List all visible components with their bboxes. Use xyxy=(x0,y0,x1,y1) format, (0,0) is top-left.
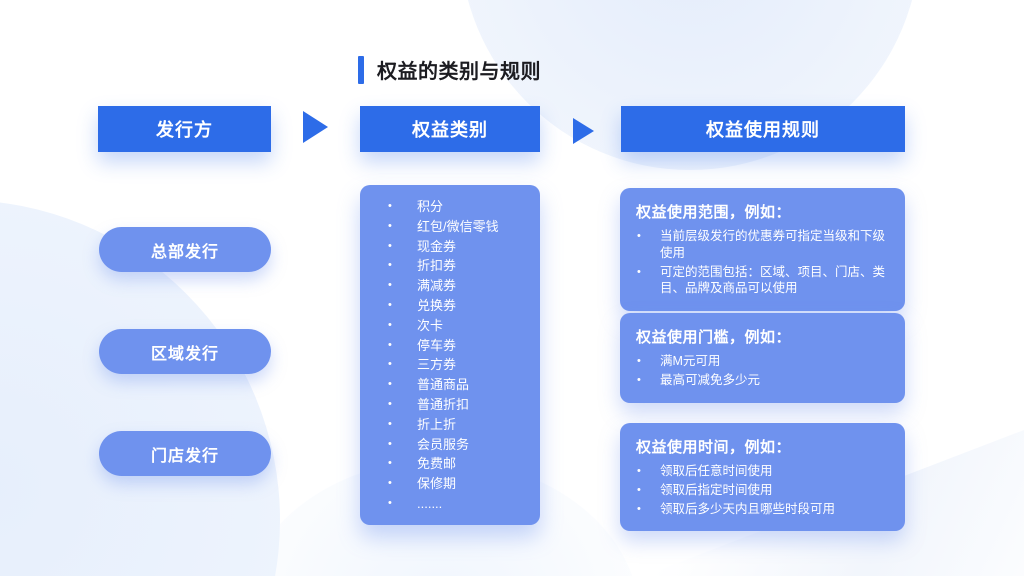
issuer-pill: 总部发行 xyxy=(99,227,271,272)
category-label: 现金券 xyxy=(417,238,457,254)
rule-bullet-text: 领取后多少天内且哪些时段可用 xyxy=(660,501,836,516)
rule-bullet-item: • 当前层级发行的优惠券可指定当级和下级使用 xyxy=(637,228,893,262)
bullet-icon: • xyxy=(388,318,392,331)
rule-bullet-text: 当前层级发行的优惠券可指定当级和下级使用 xyxy=(660,229,886,260)
bullet-icon: • xyxy=(637,373,641,386)
bullet-icon: • xyxy=(388,457,392,470)
rule-bullet-list: • 领取后任意时间使用 • 领取后指定时间使用 • 领取后多少天内且哪些时段可用 xyxy=(620,463,905,531)
category-item: • 现金券 xyxy=(360,237,540,257)
category-item: • 免费邮 xyxy=(360,454,540,474)
rule-bullet-text: 领取后指定时间使用 xyxy=(660,482,773,497)
category-label: 折上折 xyxy=(417,416,457,432)
category-item: • 普通折扣 xyxy=(360,395,540,415)
rule-panel-title: 权益使用范围，例如： xyxy=(636,204,792,221)
rule-bullet-item: • 领取后任意时间使用 xyxy=(637,463,893,480)
header-issuer: 发行方 xyxy=(98,106,271,152)
rule-bullet-text: 可定的范围包括：区域、项目、门店、类目、品牌及商品可以使用 xyxy=(660,264,886,296)
category-item: • 兑换券 xyxy=(360,296,540,316)
category-label: 红包/微信零钱 xyxy=(417,218,499,234)
category-item: • 会员服务 xyxy=(360,435,540,455)
bullet-icon: • xyxy=(637,230,641,242)
bullet-icon: • xyxy=(637,502,641,515)
bullet-icon: • xyxy=(388,200,392,212)
rule-panel-title: 权益使用时间，例如： xyxy=(636,439,792,456)
arrow-right-icon xyxy=(303,111,328,143)
rule-bullet-item: • 满M元可用 xyxy=(637,353,893,370)
bullet-icon: • xyxy=(388,338,392,351)
category-item: • 积分 xyxy=(360,197,540,217)
category-label: 满减券 xyxy=(417,278,457,294)
bullet-icon: • xyxy=(388,437,392,450)
bullet-icon: • xyxy=(388,417,392,430)
category-label: 兑换券 xyxy=(417,297,457,313)
category-label: 保修期 xyxy=(417,476,457,492)
rule-bullet-item: • 领取后多少天内且哪些时段可用 xyxy=(637,501,893,518)
category-item: • 满减券 xyxy=(360,276,540,296)
rule-bullet-item: • 可定的范围包括：区域、项目、门店、类目、品牌及商品可以使用 xyxy=(637,264,893,298)
category-item: • 红包/微信零钱 xyxy=(360,217,540,237)
header-category: 权益类别 xyxy=(360,106,540,152)
title-accent-bar-icon xyxy=(358,55,364,84)
bullet-icon: • xyxy=(388,279,392,292)
bullet-icon: • xyxy=(388,477,392,490)
category-label: 普通折扣 xyxy=(417,396,470,412)
category-label: 三方券 xyxy=(417,357,457,373)
category-panel: • 积分 • 红包/微信零钱 • 现金券 • 折扣券 • 满减券 xyxy=(360,185,540,525)
rule-bullet-text: 满M元可用 xyxy=(660,354,721,368)
issuer-pill: 区域发行 xyxy=(99,329,271,374)
bullet-icon: • xyxy=(388,298,392,311)
bullet-icon: • xyxy=(388,259,392,272)
bullet-icon: • xyxy=(388,219,392,232)
category-label: ....... xyxy=(417,495,443,511)
bullet-icon: • xyxy=(388,496,392,509)
rule-bullet-item: • 领取后指定时间使用 xyxy=(637,482,893,499)
category-label: 次卡 xyxy=(417,317,444,333)
issuer-list: 总部发行 区域发行 门店发行 xyxy=(99,227,271,476)
bullet-icon: • xyxy=(637,465,641,477)
rule-panel-time: 权益使用时间，例如： • 领取后任意时间使用 • 领取后指定时间使用 • 领取后… xyxy=(620,423,905,532)
bullet-icon: • xyxy=(388,378,392,391)
header-usage-rules: 权益使用规则 xyxy=(621,106,905,152)
category-item: • 普通商品 xyxy=(360,375,540,395)
bullet-icon: • xyxy=(637,265,641,278)
category-item: • 折扣券 xyxy=(360,256,540,276)
bullet-icon: • xyxy=(388,397,392,410)
bullet-icon: • xyxy=(637,355,641,367)
rule-bullet-list: • 当前层级发行的优惠券可指定当级和下级使用 • 可定的范围包括：区域、项目、门… xyxy=(620,228,905,311)
category-label: 普通商品 xyxy=(417,377,470,393)
arrow-right-icon xyxy=(573,118,594,144)
issuer-pill: 门店发行 xyxy=(99,431,271,476)
rule-bullet-text: 最高可减免多少元 xyxy=(660,372,761,387)
page-title: 权益的类别与规则 xyxy=(377,61,541,83)
category-label: 会员服务 xyxy=(417,436,470,452)
bullet-icon: • xyxy=(637,483,641,496)
category-item: • 保修期 xyxy=(360,474,540,494)
bullet-icon: • xyxy=(388,358,392,371)
category-item: • 次卡 xyxy=(360,316,540,336)
category-label: 免费邮 xyxy=(417,456,457,472)
rule-panel-title: 权益使用门槛，例如： xyxy=(636,329,792,346)
rule-bullet-text: 领取后任意时间使用 xyxy=(660,464,773,478)
rule-bullet-list: • 满M元可用 • 最高可减免多少元 xyxy=(620,353,905,403)
category-label: 折扣券 xyxy=(417,258,457,274)
rule-bullet-item: • 最高可减免多少元 xyxy=(637,372,893,389)
category-item: • 停车券 xyxy=(360,336,540,356)
rule-panel-scope: 权益使用范围，例如： • 当前层级发行的优惠券可指定当级和下级使用 • 可定的范… xyxy=(620,188,905,312)
category-item: • 折上折 xyxy=(360,415,540,435)
title-block: 权益的类别与规则 xyxy=(358,55,541,84)
rule-panel-threshold: 权益使用门槛，例如： • 满M元可用 • 最高可减免多少元 xyxy=(620,313,905,403)
category-label: 停车券 xyxy=(417,337,457,353)
category-item: • ....... xyxy=(360,494,540,514)
category-label: 积分 xyxy=(417,199,444,214)
bullet-icon: • xyxy=(388,239,392,252)
category-item: • 三方券 xyxy=(360,355,540,375)
